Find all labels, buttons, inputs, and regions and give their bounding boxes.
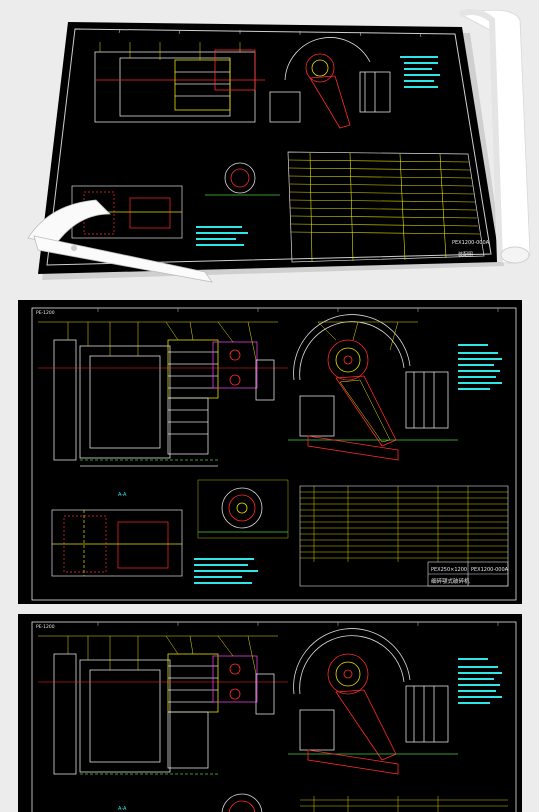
title-name: 细碎颚式破碎机 (431, 577, 470, 585)
mockup-flywheel (269, 37, 391, 129)
pulley-view (197, 479, 289, 539)
view-label: A-A (118, 492, 127, 498)
mockup-sheet: PEX1200-000A 装配图 (0, 0, 539, 290)
title-model: PEX250×1200 (431, 567, 467, 573)
mockup-black-sheet (38, 22, 500, 274)
sheet-corner-tag-2: PE-1200 (36, 624, 55, 630)
flat-sheet-cropped: PE-1200 (18, 614, 522, 812)
mockup-code: PEX1200-000A (452, 240, 490, 246)
view-label-2: A-A (118, 806, 127, 812)
paper-roll (458, 9, 531, 264)
protractor-ruler (27, 199, 213, 283)
mockup-parts-table: PEX1200-000A 装配图 (287, 151, 490, 263)
plan-view (51, 509, 183, 577)
tech-notes (458, 344, 502, 390)
flat-sheet-full: PE-1200 (18, 300, 522, 604)
sheet-corner-tag: PE-1200 (36, 310, 55, 316)
title-code: PEX1200-000A (471, 567, 509, 573)
side-view (38, 339, 288, 467)
flywheel-section-2 (288, 628, 458, 775)
mockup-assembly-label: 装配图 (458, 251, 473, 258)
parts-list-table (299, 485, 509, 587)
mockup-side-view (94, 49, 265, 123)
title-block: PEX250×1200 PEX1200-000A 细碎颚式破碎机 (427, 561, 509, 587)
